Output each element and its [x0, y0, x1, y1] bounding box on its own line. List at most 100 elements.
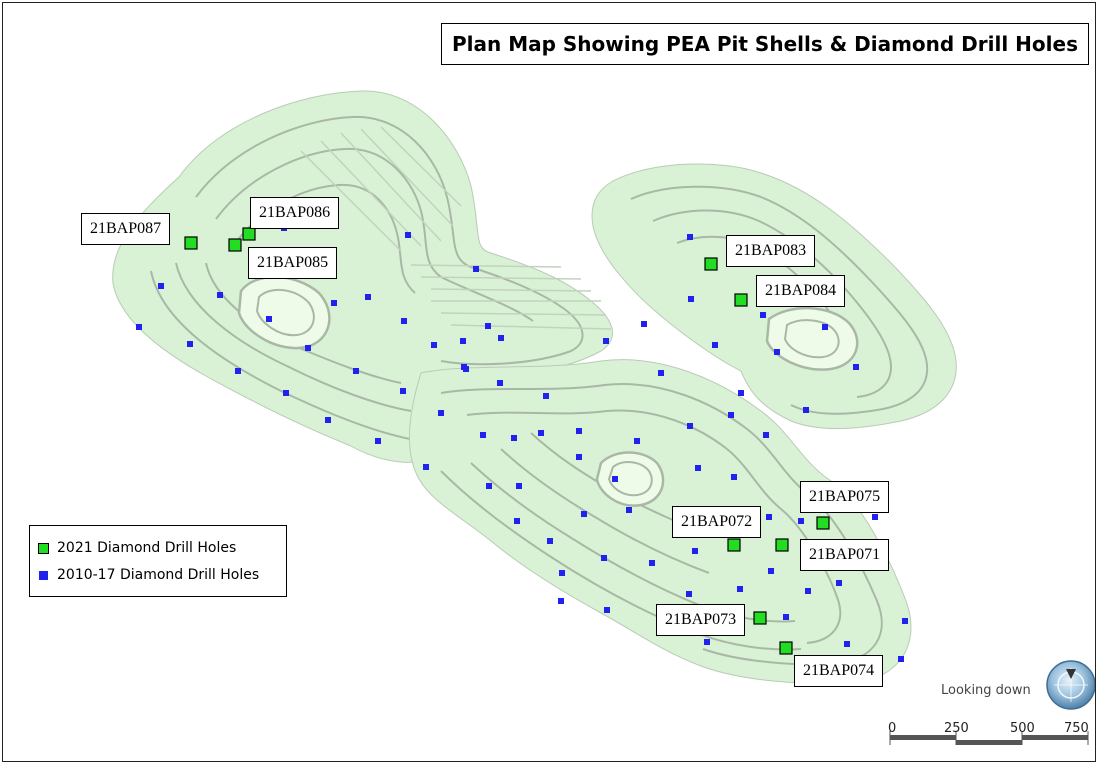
compass-view-icon [1046, 660, 1095, 710]
drill-label-21bap086: 21BAP086 [250, 197, 340, 229]
drill-hole-2010-17 [783, 614, 789, 620]
drill-hole-2010-17 [687, 234, 693, 240]
drill-hole-2010-17 [872, 514, 878, 520]
scale-tick-250: 250 [944, 721, 969, 736]
drill-hole-2010-17 [822, 324, 828, 330]
drill-hole-2010-17 [687, 423, 693, 429]
scale-tick-750: 750 [1064, 721, 1089, 736]
drill-hole-2010-17 [547, 538, 553, 544]
drill-hole-2010-17 [559, 570, 565, 576]
drill-holes-2021-layer [184, 227, 830, 655]
scale-bar [889, 731, 1089, 745]
drill-label-21bap072: 21BAP072 [672, 506, 762, 538]
drill-hole-2010-17 [438, 410, 444, 416]
drill-hole-2010-17 [511, 435, 517, 441]
drill-hole-2010-17 [768, 568, 774, 574]
drill-hole-2010-17 [266, 316, 272, 322]
drill-hole-2010-17 [516, 483, 522, 489]
drill-hole-2010-17 [604, 607, 610, 613]
drill-hole-2010-17 [485, 323, 491, 329]
drill-hole-2010-17 [581, 511, 587, 517]
drill-hole-2010-17 [712, 342, 718, 348]
drill-hole-2010-17 [538, 430, 544, 436]
drill-label-21bap071: 21BAP071 [800, 539, 890, 571]
drill-label-21bap085: 21BAP085 [248, 247, 338, 279]
drill-hole-2010-17 [158, 283, 164, 289]
drill-hole-2010-17 [704, 639, 710, 645]
drill-hole-2010-17 [375, 438, 381, 444]
drill-hole-2010-17 [853, 364, 859, 370]
drill-hole-2010-17 [431, 342, 437, 348]
drill-hole-21bap072 [727, 538, 741, 552]
legend-item-2021: 2021 Diamond Drill Holes [38, 540, 236, 556]
drill-hole-2010-17 [353, 368, 359, 374]
drill-hole-2010-17 [331, 300, 337, 306]
drill-hole-2010-17 [603, 338, 609, 344]
legend: 2021 Diamond Drill Holes 2010-17 Diamond… [29, 525, 287, 597]
green-square-icon [38, 542, 49, 554]
pit-map-canvas [112, 90, 1095, 745]
legend-item-2010-17: 2010-17 Diamond Drill Holes [38, 567, 259, 583]
drill-hole-2010-17 [365, 294, 371, 300]
drill-hole-2010-17 [692, 548, 698, 554]
drill-hole-2010-17 [601, 555, 607, 561]
drill-hole-2010-17 [836, 580, 842, 586]
drill-hole-2010-17 [728, 412, 734, 418]
drill-hole-21bap075 [816, 516, 830, 530]
drill-hole-2010-17 [774, 349, 780, 355]
drill-hole-2010-17 [423, 464, 429, 470]
drill-holes-2010-17-layer [136, 225, 908, 662]
drill-hole-2010-17 [760, 312, 766, 318]
drill-hole-21bap071 [775, 538, 789, 552]
drill-hole-2010-17 [325, 417, 331, 423]
drill-hole-2010-17 [658, 370, 664, 376]
drill-hole-2010-17 [805, 588, 811, 594]
drill-hole-2010-17 [576, 454, 582, 460]
legend-label-2010-17: 2010-17 Diamond Drill Holes [57, 567, 260, 583]
drill-hole-2010-17 [686, 591, 692, 597]
drill-hole-2010-17 [612, 476, 618, 482]
drill-label-21bap075: 21BAP075 [800, 481, 890, 513]
drill-hole-2010-17 [514, 518, 520, 524]
drill-hole-2010-17 [634, 438, 640, 444]
drill-hole-2010-17 [463, 366, 469, 372]
drill-label-21bap087: 21BAP087 [81, 213, 171, 245]
drill-hole-21bap086 [242, 227, 256, 241]
drill-hole-2010-17 [576, 428, 582, 434]
drill-hole-21bap074 [779, 641, 793, 655]
looking-down-text: Looking down [941, 683, 1031, 698]
drill-hole-2010-17 [649, 560, 655, 566]
drill-hole-2010-17 [480, 432, 486, 438]
drill-hole-2010-17 [641, 321, 647, 327]
drill-hole-2010-17 [486, 483, 492, 489]
drill-label-21bap074: 21BAP074 [794, 655, 884, 687]
drill-hole-2010-17 [688, 296, 694, 302]
drill-label-21bap073: 21BAP073 [656, 604, 746, 636]
drill-hole-2010-17 [283, 390, 289, 396]
drill-hole-2010-17 [497, 380, 503, 386]
drill-label-21bap084: 21BAP084 [756, 275, 846, 307]
drill-hole-21bap087 [184, 236, 198, 250]
drill-hole-21bap084 [734, 293, 748, 307]
scale-tick-500: 500 [1010, 721, 1035, 736]
drill-hole-2010-17 [305, 345, 311, 351]
drill-hole-2010-17 [737, 586, 743, 592]
blue-square-icon [39, 570, 48, 580]
drill-hole-2010-17 [187, 341, 193, 347]
drill-hole-2010-17 [460, 338, 466, 344]
drill-hole-2010-17 [543, 393, 549, 399]
drill-hole-2010-17 [731, 474, 737, 480]
drill-hole-21bap083 [704, 257, 718, 271]
legend-label-2021: 2021 Diamond Drill Holes [57, 540, 237, 556]
drill-hole-2010-17 [844, 641, 850, 647]
drill-hole-2010-17 [803, 407, 809, 413]
drill-hole-2010-17 [400, 388, 406, 394]
drill-hole-2010-17 [626, 507, 632, 513]
drill-hole-2010-17 [498, 335, 504, 341]
drill-hole-2010-17 [401, 318, 407, 324]
drill-hole-2010-17 [798, 518, 804, 524]
drill-hole-2010-17 [695, 465, 701, 471]
drill-hole-2010-17 [763, 432, 769, 438]
scale-tick-0: 0 [888, 721, 897, 736]
